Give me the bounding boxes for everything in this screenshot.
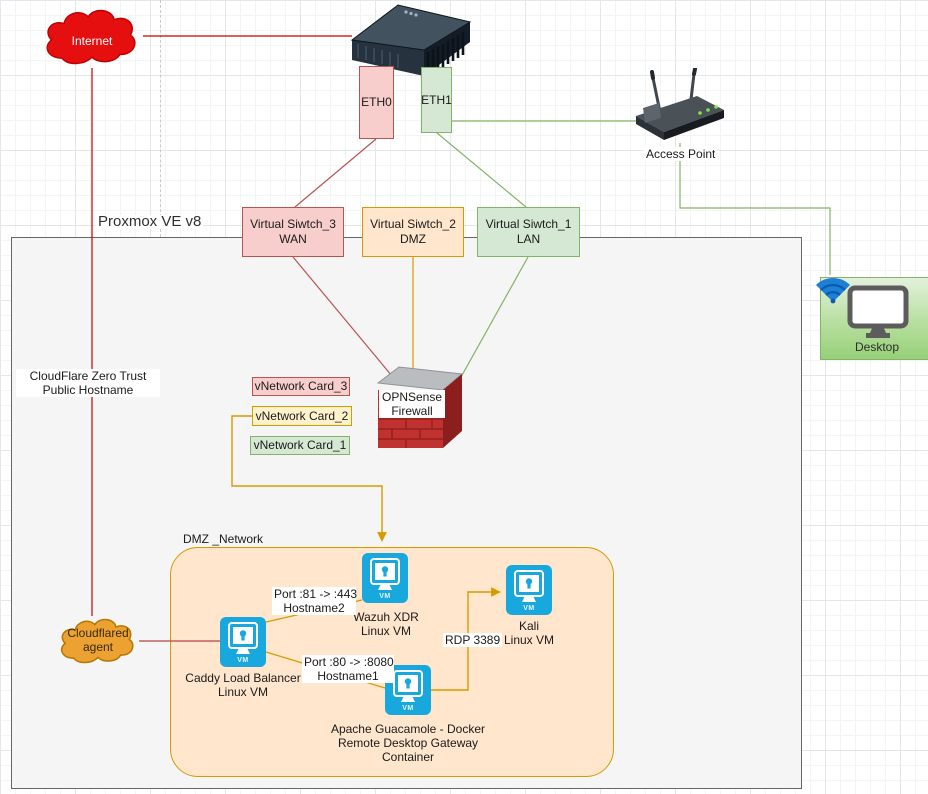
eth1-interface[interactable]: ETH1 (421, 67, 452, 133)
vm-badge: VM (523, 605, 535, 612)
vm-badge: VM (402, 705, 414, 712)
vnetwork-card-2[interactable]: vNetwork Card_2 (252, 406, 352, 426)
guacamole-name: Apache Guacamole - Docker (330, 722, 486, 736)
edge-label-port80: Port :80 -> :8080 Hostname1 (302, 655, 394, 683)
switch-dmz-name: Virtual Siwtch_2 (370, 217, 456, 231)
vm-monitor-icon (370, 558, 400, 590)
virtual-switch-lan[interactable]: Virtual Siwtch_1 LAN (477, 207, 580, 257)
dmz-network-label: DMZ _Network (183, 532, 264, 546)
vm-monitor-icon (393, 670, 423, 702)
internet-cloud[interactable]: Internet (39, 6, 145, 68)
switch-lan-net: LAN (516, 232, 541, 246)
cloudflare-zero-trust-label: CloudFlare Zero Trust Public Hostname (16, 369, 160, 397)
eth0-interface[interactable]: ETH0 (359, 66, 394, 139)
switch-lan-name: Virtual Siwtch_1 (485, 217, 572, 231)
guacamole-role: Remote Desktop Gateway (337, 736, 479, 750)
port81-text: Port :81 -> :443 (274, 587, 358, 601)
internet-label: Internet (71, 34, 113, 48)
kali-vm-icon[interactable]: VM (506, 565, 552, 615)
edge-label-port81: Port :81 -> :443 Hostname2 (272, 587, 358, 615)
access-point-label: Access Point (644, 147, 718, 161)
virtual-switch-wan[interactable]: Virtual Siwtch_3 WAN (242, 207, 344, 257)
vm-badge: VM (237, 657, 249, 664)
hostname1-text: Hostname1 (317, 669, 379, 683)
caddy-vm-label: Caddy Load Balancer Linux VM (178, 671, 308, 699)
guacamole-type: Container (381, 750, 435, 764)
wifi-icon (816, 277, 850, 304)
cloudflare-label-line1: CloudFlare Zero Trust (29, 369, 147, 383)
vm-monitor-icon (514, 570, 544, 602)
kali-type: Linux VM (503, 633, 555, 647)
server-icon (350, 4, 472, 76)
port80-text: Port :80 -> :8080 (304, 655, 394, 669)
access-point-icon (636, 67, 724, 140)
kali-name: Kali (518, 619, 539, 633)
hostname2-text: Hostname2 (283, 601, 345, 615)
switch-dmz-net: DMZ (400, 232, 426, 246)
opnsense-firewall[interactable]: OPNSense Firewall (376, 365, 464, 450)
cloud-shape-icon (46, 9, 136, 65)
wazuh-vm-label: Wazuh XDR Linux VM (336, 610, 436, 638)
firewall-label-line1: OPNSense (381, 390, 443, 404)
switch-wan-name: Virtual Siwtch_3 (250, 217, 336, 231)
caddy-type: Linux VM (217, 685, 269, 699)
vm-badge: VM (379, 593, 391, 600)
eth0-label: ETH0 (361, 95, 392, 109)
wazuh-name: Wazuh XDR (353, 610, 419, 624)
vnetwork-card-1-label: vNetwork Card_1 (253, 438, 347, 452)
vnetwork-card-1[interactable]: vNetwork Card_1 (250, 436, 350, 455)
proxmox-server-image[interactable] (348, 2, 472, 82)
cloudflare-label-line2: Public Hostname (42, 383, 134, 397)
vnetwork-card-2-label: vNetwork Card_2 (255, 408, 349, 423)
desktop-label: Desktop (854, 340, 900, 354)
kali-vm-label: Kali Linux VM (489, 619, 569, 647)
cloudflared-line2: agent (82, 640, 114, 654)
virtual-switch-dmz[interactable]: Virtual Siwtch_2 DMZ (362, 207, 464, 257)
vnetwork-card-3[interactable]: vNetwork Card_3 (252, 377, 350, 396)
switch-wan-net: WAN (279, 232, 307, 246)
wazuh-type: Linux VM (360, 624, 412, 638)
page-boundary-line (160, 0, 161, 237)
access-point[interactable] (633, 67, 728, 148)
vm-monitor-icon (228, 622, 258, 654)
eth1-label: ETH1 (421, 92, 452, 107)
proxmox-label: Proxmox VE v8 (96, 213, 204, 230)
cloud-shape-icon (60, 618, 134, 664)
caddy-name: Caddy Load Balancer (185, 671, 301, 685)
cloudflared-line1: Cloudflared (67, 626, 129, 640)
cloudflared-agent-label: Cloudflared agent (55, 626, 141, 654)
caddy-vm-icon[interactable]: VM (220, 617, 266, 667)
monitor-icon (847, 285, 909, 338)
vnetwork-card-3-label: vNetwork Card_3 (254, 379, 348, 393)
edge-label-rdp: RDP 3389 (443, 633, 503, 647)
wazuh-vm-icon[interactable]: VM (362, 553, 408, 603)
cloudflared-agent-cloud[interactable]: Cloudflared agent (55, 613, 141, 669)
firewall-label: OPNSense Firewall (379, 390, 445, 418)
firewall-label-line2: Firewall (391, 404, 433, 418)
guacamole-vm-label: Apache Guacamole - Docker Remote Desktop… (318, 722, 498, 764)
